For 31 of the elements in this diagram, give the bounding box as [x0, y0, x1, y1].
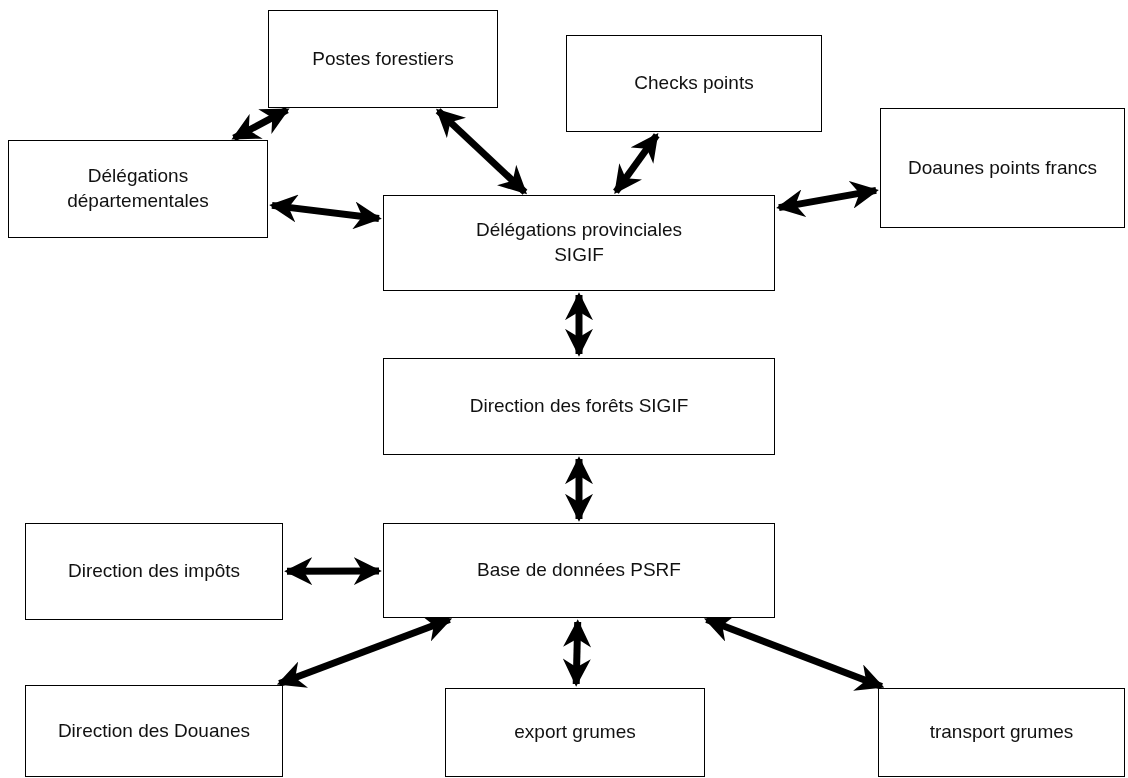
box-label: Délégations provinciales SIGIF	[475, 218, 683, 267]
box-label: Délégations départementales	[66, 164, 210, 213]
process-box	[383, 358, 775, 455]
process-box	[878, 688, 1125, 777]
double-arrow	[565, 292, 593, 357]
double-arrow	[284, 557, 382, 586]
box-label: transport grumes	[929, 720, 1074, 745]
double-arrow	[613, 132, 660, 195]
box-label: Direction des Douanes	[57, 718, 251, 743]
box-label: Direction des forêts SIGIF	[469, 394, 689, 419]
box-label: Checks points	[634, 71, 754, 96]
process-box	[8, 140, 268, 238]
double-arrow	[565, 456, 593, 522]
process-box	[268, 10, 498, 108]
process-box	[880, 108, 1125, 228]
double-arrow	[269, 194, 382, 230]
double-arrow	[562, 619, 592, 687]
box-label: Postes forestiers	[312, 46, 454, 71]
double-arrow	[435, 108, 528, 195]
process-box	[445, 688, 705, 777]
box-label: Base de données PSRF	[477, 558, 681, 583]
double-arrow	[231, 106, 290, 142]
process-box	[383, 523, 775, 618]
double-arrow	[776, 181, 879, 217]
box-label: Direction des impôts	[67, 559, 241, 584]
box-label: Doaunes points francs	[907, 155, 1098, 180]
process-box	[25, 523, 283, 620]
process-box	[25, 685, 283, 777]
box-label: export grumes	[514, 720, 636, 745]
process-box	[383, 195, 775, 291]
process-box	[566, 35, 822, 132]
